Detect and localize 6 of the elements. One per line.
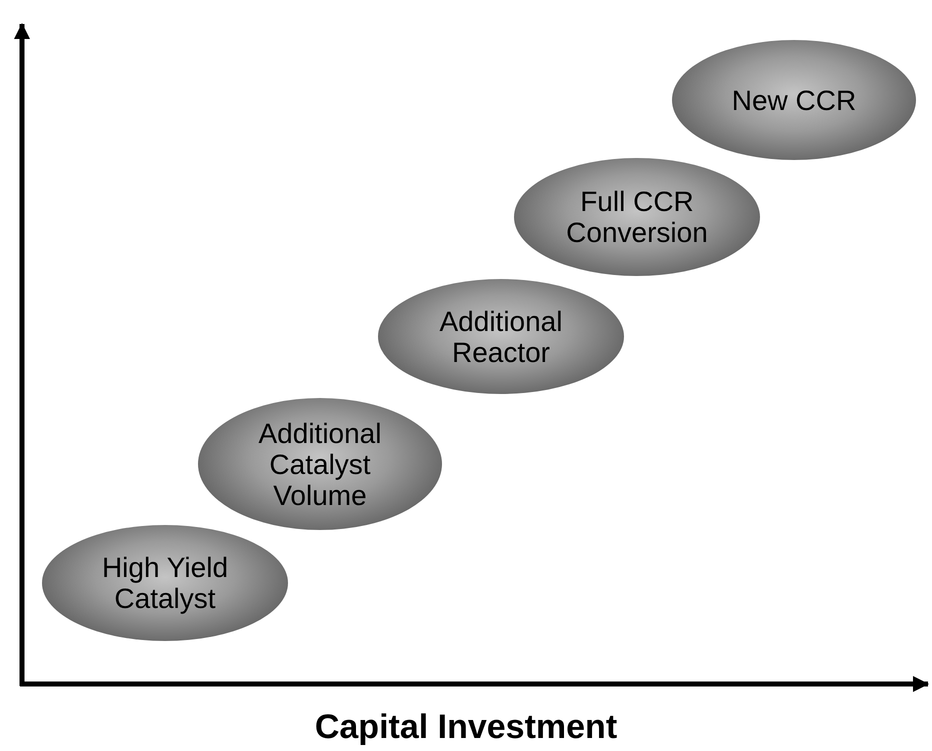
- node-label: High Yield Catalyst: [100, 552, 230, 614]
- node-label: Additional Reactor: [438, 306, 564, 368]
- node-label: Additional Catalyst Volume: [258, 418, 382, 510]
- node-label: Full CCR Conversion: [565, 186, 709, 248]
- node-label: New CCR: [730, 84, 858, 116]
- axis-title: Capital Investment: [314, 708, 618, 747]
